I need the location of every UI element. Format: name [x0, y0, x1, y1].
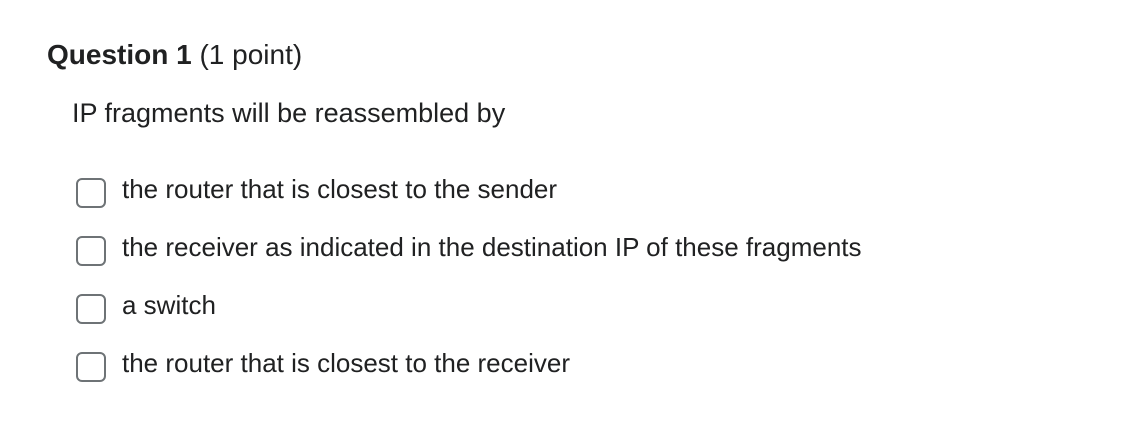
- option-label[interactable]: a switch: [122, 290, 216, 320]
- option-label[interactable]: the receiver as indicated in the destina…: [122, 232, 862, 262]
- answer-option[interactable]: a switch: [76, 288, 862, 346]
- option-checkbox[interactable]: [76, 294, 106, 324]
- answer-options: the router that is closest to the sender…: [76, 172, 862, 404]
- question-prompt: IP fragments will be reassembled by: [72, 98, 506, 128]
- option-checkbox[interactable]: [76, 236, 106, 266]
- question-points: (1 point): [199, 39, 303, 70]
- question-title: Question 1: [47, 39, 192, 70]
- option-checkbox[interactable]: [76, 178, 106, 208]
- answer-option[interactable]: the router that is closest to the receiv…: [76, 346, 862, 404]
- option-label[interactable]: the router that is closest to the receiv…: [122, 348, 570, 378]
- answer-option[interactable]: the receiver as indicated in the destina…: [76, 230, 862, 288]
- answer-option[interactable]: the router that is closest to the sender: [76, 172, 862, 230]
- question-header: Question 1 (1 point): [47, 38, 302, 72]
- option-label[interactable]: the router that is closest to the sender: [122, 174, 558, 204]
- option-checkbox[interactable]: [76, 352, 106, 382]
